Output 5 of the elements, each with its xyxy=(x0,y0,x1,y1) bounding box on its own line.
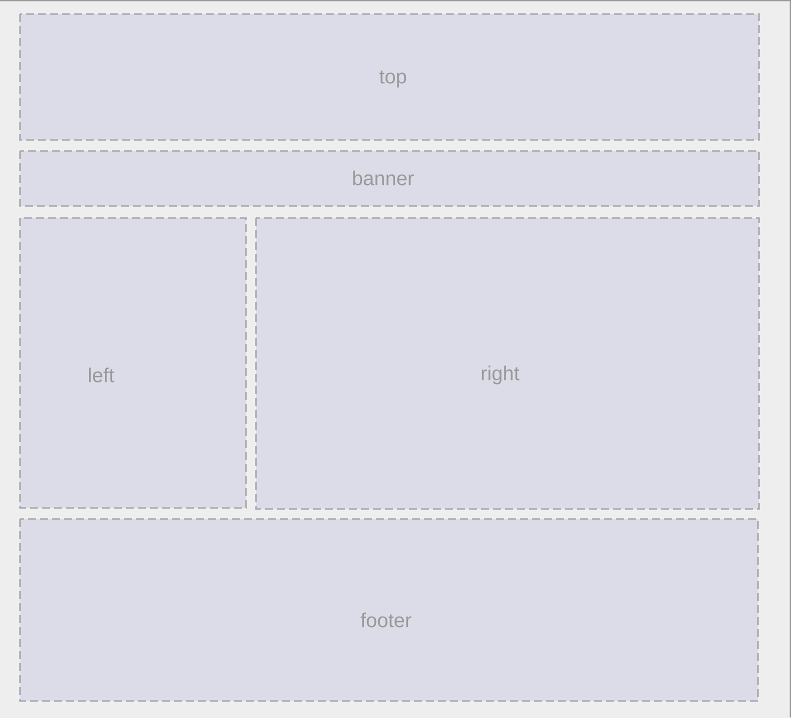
layout-box: top xyxy=(19,13,760,141)
layout-box: footer xyxy=(19,518,759,702)
layout-box: banner xyxy=(19,150,760,207)
layout-box: left xyxy=(19,217,247,509)
layout-box: right xyxy=(255,217,760,510)
